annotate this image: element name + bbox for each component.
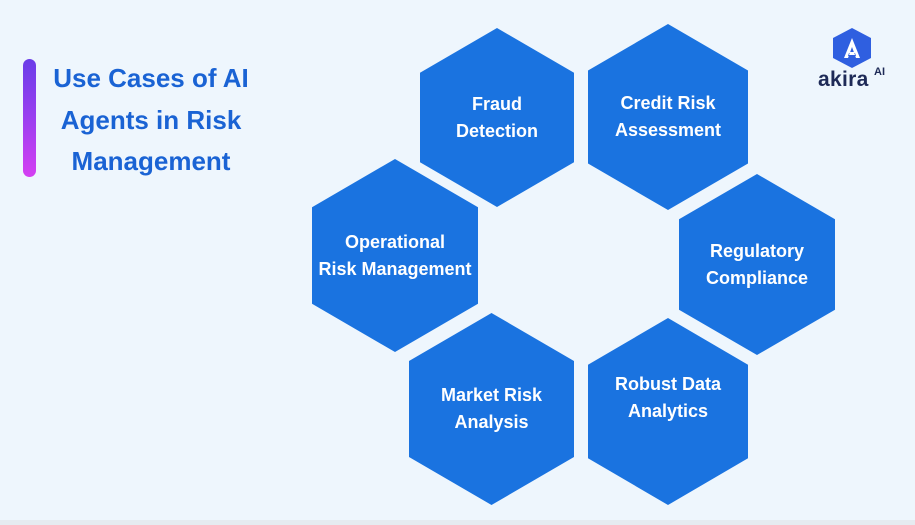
hex-label: Credit Risk Assessment <box>614 93 722 140</box>
title-accent-bar <box>23 59 36 177</box>
hex-credit-risk-assessment: Credit Risk Assessment <box>588 24 748 210</box>
hex-label: Fraud Detection <box>455 93 538 141</box>
hex-label: Robust Data Analytics <box>614 374 721 421</box>
hex-regulatory-compliance: Regulatory Compliance <box>679 174 835 355</box>
logo-suffix: AI <box>874 66 885 78</box>
hex-label: Regulatory Compliance <box>705 240 809 288</box>
hex-label: Operational Risk Management <box>318 231 472 279</box>
hex-fraud-detection: Fraud Detection <box>420 28 574 207</box>
logo-wordmark: akira <box>818 68 869 91</box>
page-title: Use Cases of AI Agents in Risk Managemen… <box>53 63 249 176</box>
akira-hexagon-a-icon <box>833 28 871 68</box>
hex-label: Market Risk Analysis <box>440 385 543 432</box>
akira-ai-logo: akira AI <box>816 28 896 94</box>
hex-robust-data-analytics: Robust Data Analytics <box>588 318 748 505</box>
hex-operational-risk-management: Operational Risk Management <box>312 159 478 352</box>
hex-market-risk-analysis: Market Risk Analysis <box>409 313 574 505</box>
